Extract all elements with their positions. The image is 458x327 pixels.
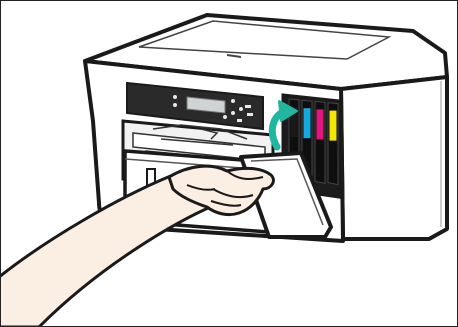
printer-right-side (341, 77, 447, 239)
ink-color-label-cyan (304, 108, 311, 138)
ink-color-label-magenta (317, 109, 324, 139)
ink-color-label-yellow (330, 111, 337, 141)
